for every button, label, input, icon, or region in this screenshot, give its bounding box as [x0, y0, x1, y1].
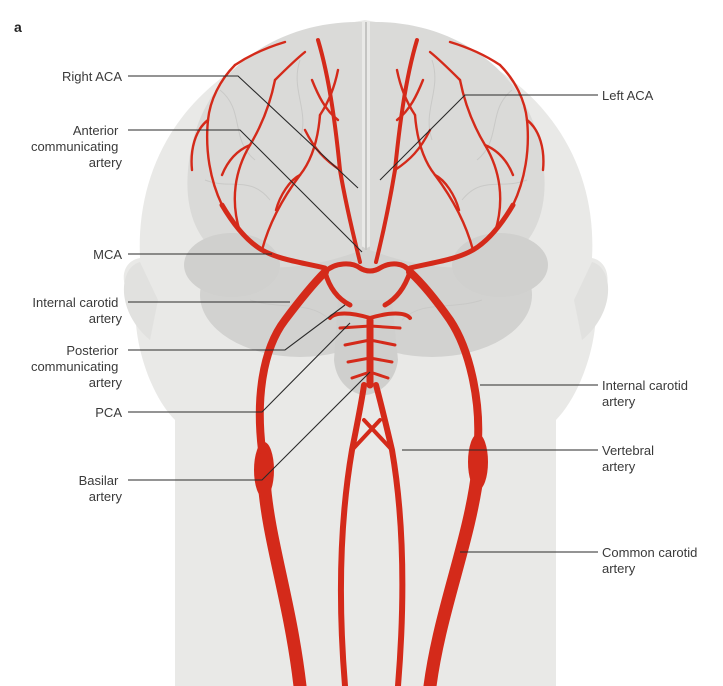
label-vertebral-artery: Vertebral artery: [602, 443, 658, 474]
brain: [184, 22, 548, 395]
right-labels: Left ACA Internal carotid artery Vertebr…: [602, 88, 701, 576]
label-internal-carotid-artery-left: Internal carotid artery: [32, 295, 122, 326]
label-pca: PCA: [95, 405, 122, 420]
panel-label: a: [14, 19, 22, 35]
label-left-aca: Left ACA: [602, 88, 654, 103]
label-internal-carotid-artery-right: Internal carotid artery: [602, 378, 692, 409]
label-common-carotid-artery: Common carotid artery: [602, 545, 701, 576]
label-anterior-communicating-artery: Anterior communicating artery: [31, 123, 123, 170]
left-labels: Right ACA Anterior communicating artery …: [31, 69, 123, 504]
label-basilar-artery: Basilar artery: [79, 473, 123, 504]
label-right-aca: Right ACA: [62, 69, 122, 84]
label-posterior-communicating-artery: Posterior communicating artery: [31, 343, 123, 390]
label-mca: MCA: [93, 247, 122, 262]
